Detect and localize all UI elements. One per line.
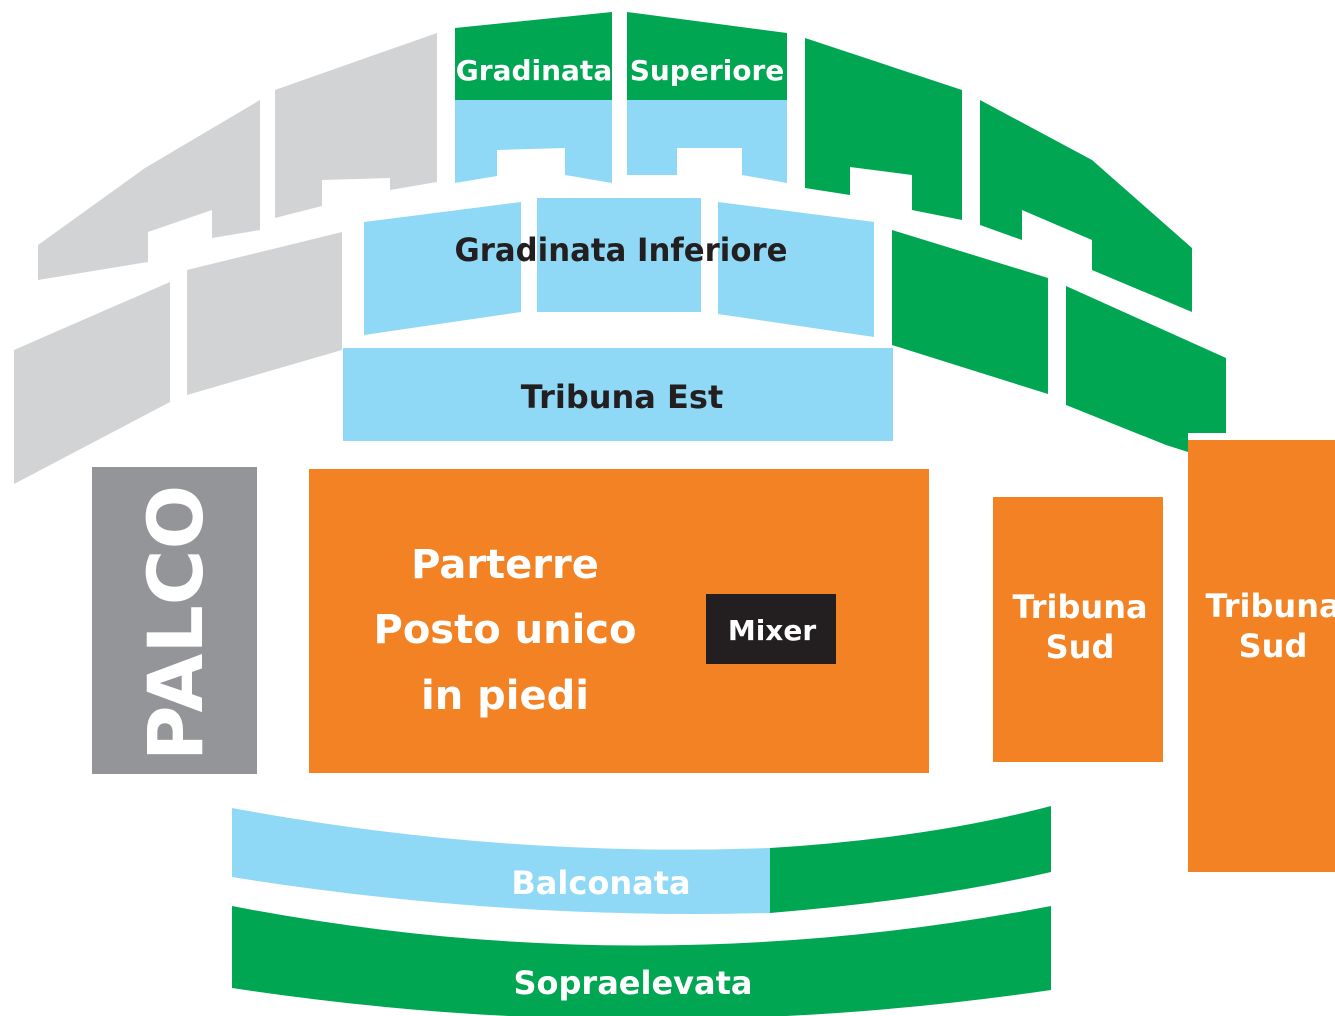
sopraelevata-label: Sopraelevata <box>513 964 752 1002</box>
gradinata-inferiore-right-block[interactable] <box>718 202 874 337</box>
tribuna-sud-outer-label-line2: Sud <box>1239 627 1308 665</box>
mixer-label: Mixer <box>728 614 817 647</box>
gradinata-superiore-left-header[interactable] <box>455 12 612 100</box>
gradinata-superiore-left-block[interactable] <box>455 100 612 183</box>
gradinata-inferiore-left-block[interactable] <box>364 202 521 335</box>
gray-lower-block-2[interactable] <box>187 232 342 395</box>
gradinata-inferiore-center-block[interactable] <box>537 198 701 312</box>
parterre-label-line3: in piedi <box>421 673 589 719</box>
balconata-green-part[interactable] <box>770 806 1051 913</box>
gradinata-inferiore-label: Gradinata Inferiore <box>455 231 788 269</box>
sopraelevata-block[interactable] <box>232 906 1051 1016</box>
palco-label: PALCO <box>131 485 220 761</box>
tribuna-est-label: Tribuna Est <box>521 378 723 416</box>
balconata-blue-part[interactable] <box>232 808 770 914</box>
balconata-label: Balconata <box>511 864 690 902</box>
gradinata-superiore-right-block[interactable] <box>627 100 787 183</box>
parterre-label-line2: Posto unico <box>374 607 637 653</box>
green-lower-block-2[interactable] <box>1066 286 1226 452</box>
tribuna-sud-outer-block[interactable] <box>1188 440 1335 872</box>
gray-upper-block-1[interactable] <box>38 100 260 280</box>
green-upper-block-2[interactable] <box>980 100 1192 312</box>
green-lower-block-1[interactable] <box>892 230 1048 394</box>
mixer-box <box>706 594 836 664</box>
gray-lower-block-1[interactable] <box>14 282 170 484</box>
green-upper-block-1[interactable] <box>805 38 962 220</box>
tribuna-sud-inner-block[interactable] <box>993 497 1163 762</box>
tribuna-sud-outer-label-line1: Tribuna <box>1205 587 1335 625</box>
palco-stage <box>92 467 257 774</box>
parterre-label-line1: Parterre <box>411 542 599 588</box>
gradinata-superiore-left-label: Gradinata <box>456 54 612 87</box>
tribuna-sud-inner-label-line1: Tribuna <box>1012 588 1147 626</box>
gray-upper-block-2[interactable] <box>275 33 437 218</box>
gradinata-superiore-right-label: Superiore <box>630 54 785 87</box>
tribuna-sud-inner-label-line2: Sud <box>1046 628 1115 666</box>
tribuna-est-block[interactable] <box>343 348 893 441</box>
gradinata-superiore-right-header[interactable] <box>627 12 787 100</box>
